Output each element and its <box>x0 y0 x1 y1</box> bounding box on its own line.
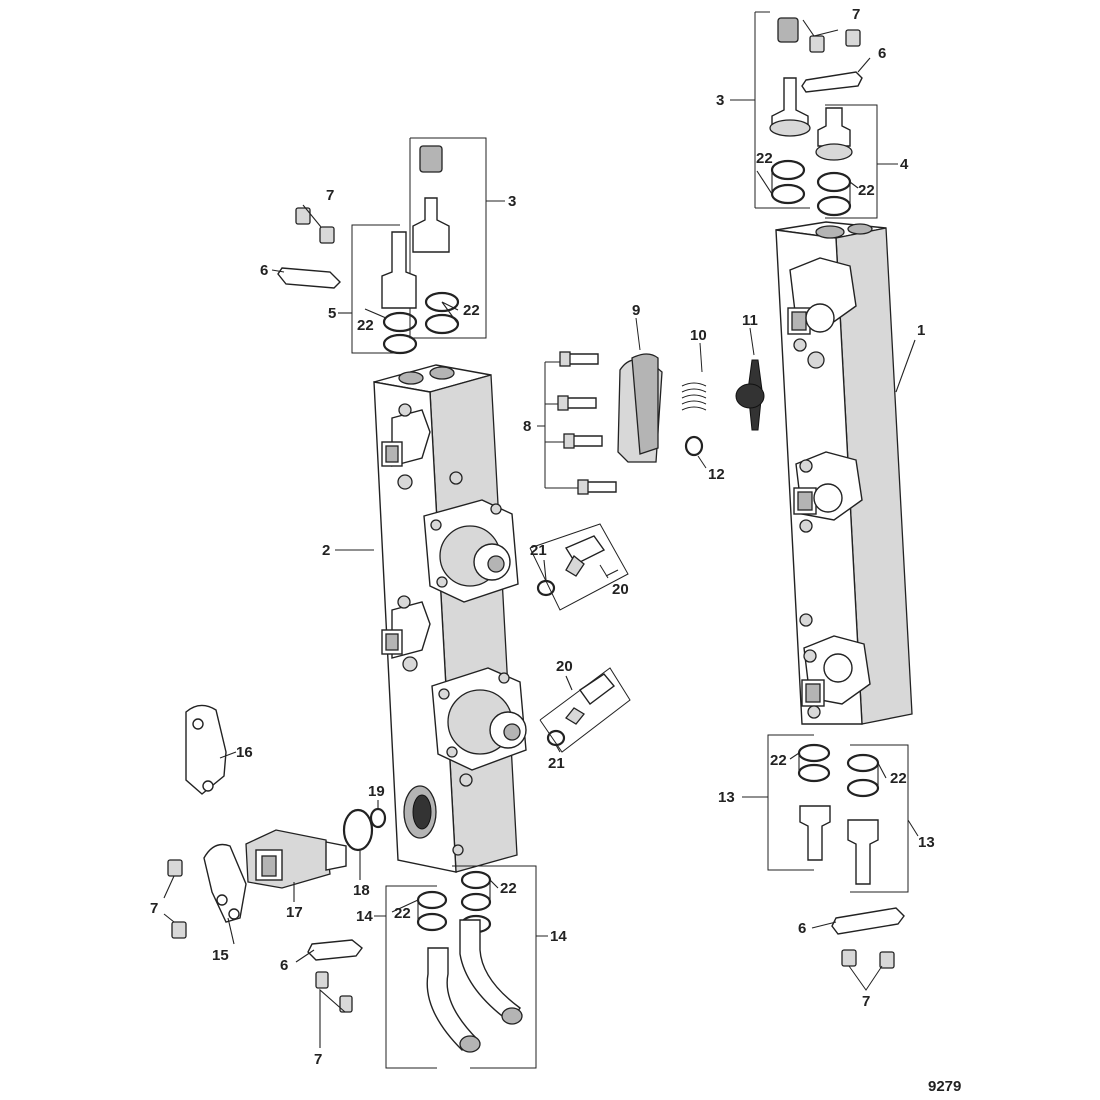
o-ring-18 <box>342 808 374 852</box>
fitting-20-upper <box>529 523 629 611</box>
plate-6-lower-right <box>831 907 905 935</box>
o-ring-19 <box>369 807 387 829</box>
callout-13-right: 13 <box>918 834 935 851</box>
callout-14-right: 14 <box>550 928 567 945</box>
callout-5: 5 <box>328 305 336 322</box>
callout-9: 9 <box>632 302 640 319</box>
bracket-15 <box>203 843 247 923</box>
callout-6-lower-left: 6 <box>280 957 288 974</box>
callout-21-upper: 21 <box>530 542 547 559</box>
callout-22-top-left-a: 22 <box>463 302 480 319</box>
callout-20-upper: 20 <box>612 581 629 598</box>
pressure-regulator-upper <box>423 499 519 603</box>
fitting-group-top-right <box>733 11 898 219</box>
callout-16: 16 <box>236 744 253 761</box>
callout-19: 19 <box>368 783 385 800</box>
callout-7-top-left: 7 <box>326 187 334 204</box>
bolts-8 <box>537 351 617 495</box>
callout-labels: 1 2 3 3 4 5 6 6 6 6 7 7 7 7 7 8 9 10 11 … <box>150 6 935 1068</box>
injector-17 <box>245 829 347 889</box>
callout-22-lower-right-a: 22 <box>770 752 787 769</box>
screws-7-lower-right <box>841 949 895 991</box>
o-ring-12 <box>684 435 707 469</box>
callout-7-lower-left: 7 <box>150 900 158 917</box>
callout-22-top-left-b: 22 <box>357 317 374 334</box>
callout-21-lower: 21 <box>548 755 565 772</box>
callout-3-top-right: 3 <box>716 92 724 109</box>
callout-14-left: 14 <box>356 908 373 925</box>
callout-15: 15 <box>212 947 229 964</box>
callout-11: 11 <box>742 312 758 329</box>
callout-7-top-right: 7 <box>852 6 860 23</box>
callout-6-top-right: 6 <box>878 45 886 62</box>
callout-6-lower-right: 6 <box>798 920 806 937</box>
leader-lines <box>163 19 916 1048</box>
fitting-group-top-left <box>277 137 505 355</box>
callout-4: 4 <box>900 156 909 173</box>
callout-18: 18 <box>353 882 370 899</box>
callout-7-lower-center: 7 <box>314 1051 322 1068</box>
callout-2: 2 <box>322 542 330 559</box>
fitting-group-13 <box>742 734 919 893</box>
spring-10 <box>681 342 707 411</box>
callout-12: 12 <box>708 466 725 483</box>
left-fuel-rail <box>373 364 527 873</box>
diaphragm-11 <box>735 327 765 431</box>
callout-20-lower: 20 <box>556 658 573 675</box>
callout-22-lower-left-a: 22 <box>394 905 411 922</box>
callout-22-lower-right-b: 22 <box>890 770 907 787</box>
callout-7-lower-right: 7 <box>862 993 870 1010</box>
bracket-16 <box>185 704 227 795</box>
callout-10: 10 <box>690 327 707 344</box>
callout-13-left: 13 <box>718 789 735 806</box>
fitting-group-14 <box>374 865 548 1069</box>
screws-7-lower-left <box>167 859 363 1013</box>
callout-8: 8 <box>523 418 531 435</box>
figure-number: 9279 <box>928 1078 961 1095</box>
callout-3-top-left: 3 <box>508 193 516 210</box>
pressure-regulator-lower <box>431 667 527 771</box>
right-fuel-rail <box>775 221 913 725</box>
callout-22-lower-left-b: 22 <box>500 880 517 897</box>
fitting-20-lower <box>539 667 631 753</box>
callout-22-top-right-b: 22 <box>858 182 875 199</box>
callout-22-top-right-a: 22 <box>756 150 773 167</box>
callout-6-top-left: 6 <box>260 262 268 279</box>
callout-17: 17 <box>286 904 303 921</box>
regulator-cover-9 <box>617 317 663 463</box>
callout-1: 1 <box>917 322 925 339</box>
